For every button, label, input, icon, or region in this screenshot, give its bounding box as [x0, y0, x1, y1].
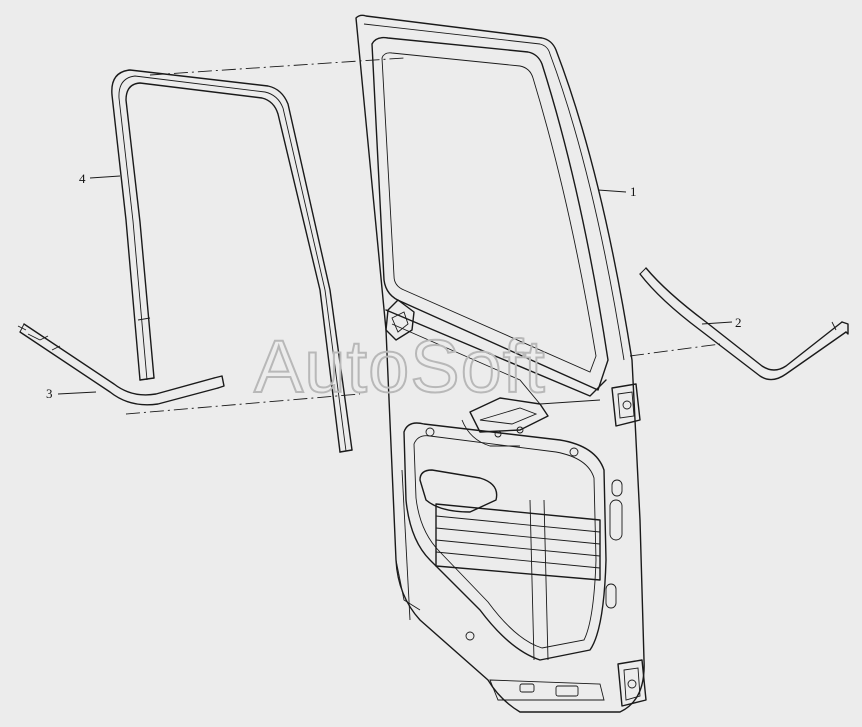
callout-1: 1 — [630, 184, 637, 199]
callout-leaders — [57, 175, 733, 395]
callout-3: 3 — [46, 386, 53, 401]
part-1-door-assembly — [355, 14, 647, 713]
part-3-belt-seal-left — [17, 323, 225, 406]
watermark-text: AutoSoft — [254, 325, 546, 408]
callout-4: 4 — [79, 171, 86, 186]
part-4-window-run-channel — [111, 69, 353, 453]
callout-2: 2 — [735, 315, 742, 330]
part-2-belt-seal-right — [639, 267, 849, 381]
assembly-alignment-lines — [125, 57, 721, 415]
